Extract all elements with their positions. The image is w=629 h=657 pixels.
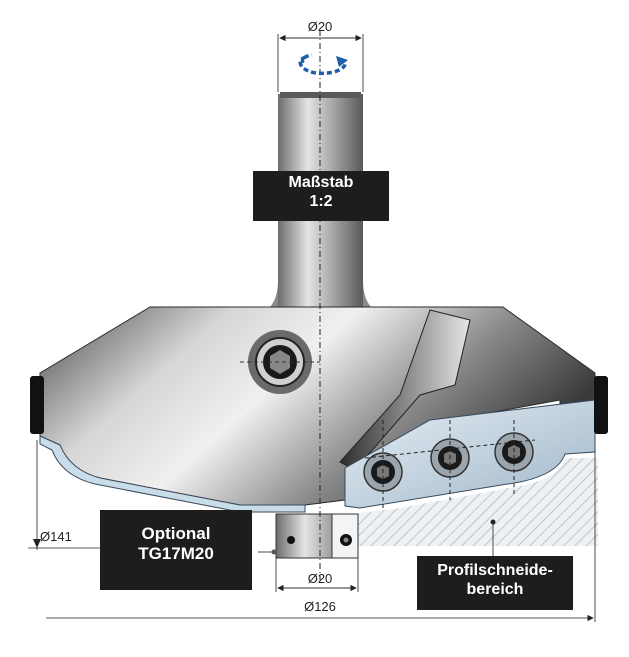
profile-label-line1: Profilschneide-: [437, 562, 553, 579]
scale-label-line1: Maßstab: [288, 174, 354, 191]
chip-wedge: [339, 309, 471, 471]
profile-area-label: Profilschneide- bereich: [417, 556, 573, 610]
profile-cutting-area: [345, 458, 598, 546]
rotation-arrow-icon: [298, 53, 348, 76]
dim-bearing-label: Ø20: [308, 571, 333, 586]
scale-label: Maßstab 1:2: [253, 171, 389, 221]
insert-plate: [344, 399, 596, 509]
dimension-bearing: Ø20: [258, 549, 359, 592]
profile-label-line2: bereich: [466, 581, 524, 599]
dim-outer-label: Ø141: [40, 529, 72, 544]
clamp-screw-main: [240, 330, 320, 394]
dim-shank-label: Ø20: [308, 19, 333, 34]
bearing: [275, 513, 359, 559]
optional-label-line2: TG17M20: [138, 544, 214, 564]
left-blade: [39, 435, 306, 513]
profile-leader-dot: [490, 519, 496, 525]
dimension-shank: Ø20: [277, 19, 364, 92]
scale-label-line2: 1:2: [309, 193, 333, 211]
insert-screws: [363, 420, 536, 510]
right-knife-bar: [594, 376, 608, 434]
optional-label-line1: Optional: [141, 524, 211, 543]
dimension-profile: Ø126: [46, 450, 596, 622]
dim-profile-label: Ø126: [304, 599, 336, 614]
left-knife-bar: [30, 376, 44, 434]
dimension-outer: Ø141: [28, 440, 100, 550]
optional-bearing-label: Optional TG17M20: [100, 510, 252, 590]
